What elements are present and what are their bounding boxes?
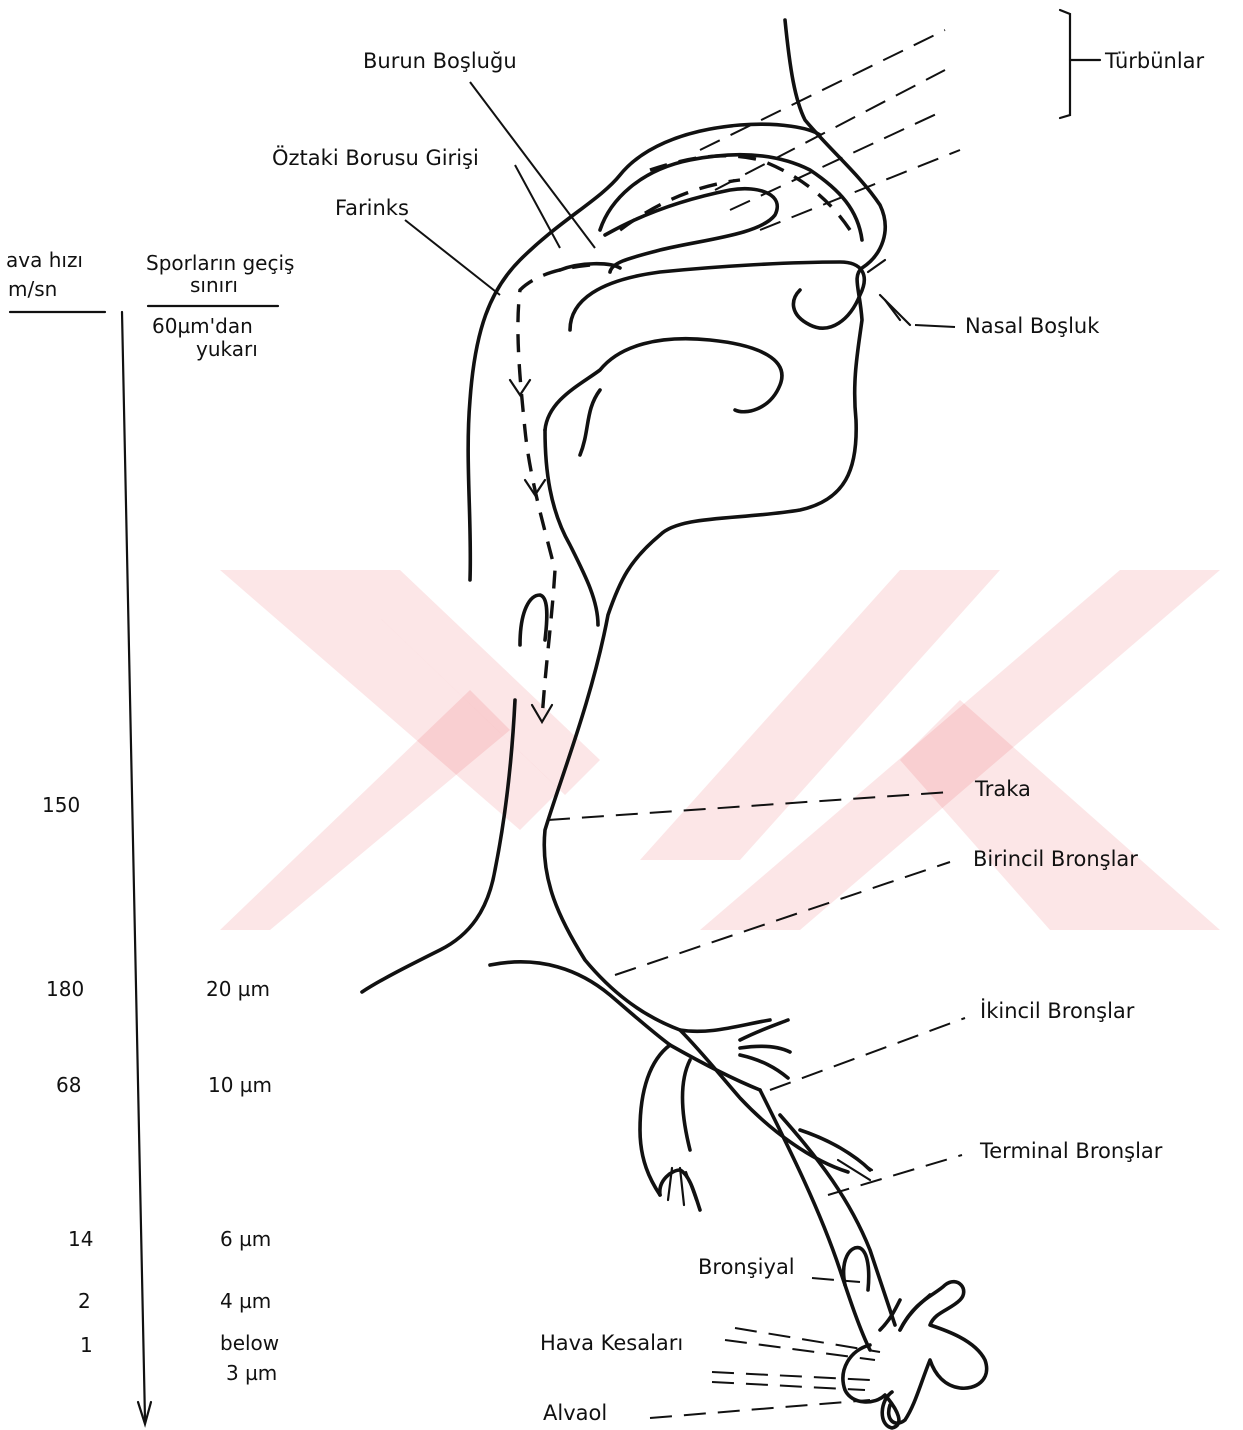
speed-header-line1: ava hızı xyxy=(6,248,83,272)
leader-eustachian xyxy=(515,165,560,248)
watermark-logo xyxy=(220,570,1220,930)
leader-nasal-cavity xyxy=(470,82,595,248)
label-nasal-cavity: Burun Boşluğu xyxy=(363,49,517,73)
speed-value: 180 xyxy=(46,977,84,1001)
size-value: 6 µm xyxy=(220,1227,271,1251)
label-alveoli: Alvaol xyxy=(543,1401,607,1425)
leader-alveoli xyxy=(650,1400,870,1418)
label-air-sacs: Hava Kesaları xyxy=(540,1331,683,1355)
label-bronchiole: Bronşiyal xyxy=(698,1255,795,1279)
label-eustachian: Öztaki Borusu Girişi xyxy=(272,145,479,170)
speed-value: 150 xyxy=(42,793,80,817)
speed-header-line2: m/sn xyxy=(8,277,57,301)
size-value-line2: 3 µm xyxy=(226,1361,277,1385)
label-turbinates: Türbünlar xyxy=(1104,49,1205,73)
speed-value: 1 xyxy=(80,1333,93,1357)
leader-pharynx xyxy=(405,220,500,295)
speed-value: 14 xyxy=(68,1227,93,1251)
speed-axis xyxy=(10,306,278,1424)
label-pharynx: Farinks xyxy=(335,196,409,220)
label-terminal-bronchi: Terminal Bronşlar xyxy=(979,1139,1163,1163)
speed-value: 2 xyxy=(78,1289,91,1313)
size-value: below xyxy=(220,1331,279,1355)
spore-header-line2: sınırı xyxy=(190,273,238,297)
size-value: 20 µm xyxy=(206,977,270,1001)
speed-value: 68 xyxy=(56,1073,81,1097)
spore-top-line1: 60µm'dan xyxy=(152,314,253,338)
size-value: 10 µm xyxy=(208,1073,272,1097)
spore-header-line1: Sporların geçiş xyxy=(146,251,294,275)
spore-top-line2: yukarı xyxy=(196,337,258,361)
leader-bronchiole xyxy=(812,1278,860,1282)
leader-terminal-bronchi xyxy=(828,1155,962,1195)
size-value: 4 µm xyxy=(220,1289,271,1313)
label-nasal-passage: Nasal Boşluk xyxy=(965,314,1100,338)
leader-secondary-bronchi xyxy=(770,1018,965,1090)
turbinate-leaders xyxy=(700,10,1100,230)
label-trachea: Traka xyxy=(974,777,1031,801)
leader-alveoli xyxy=(712,1372,870,1380)
label-primary-bronchi: Birincil Bronşlar xyxy=(973,847,1138,871)
label-secondary-bronchi: İkincil Bronşlar xyxy=(980,998,1135,1023)
leader-nasal-passage xyxy=(915,325,955,327)
